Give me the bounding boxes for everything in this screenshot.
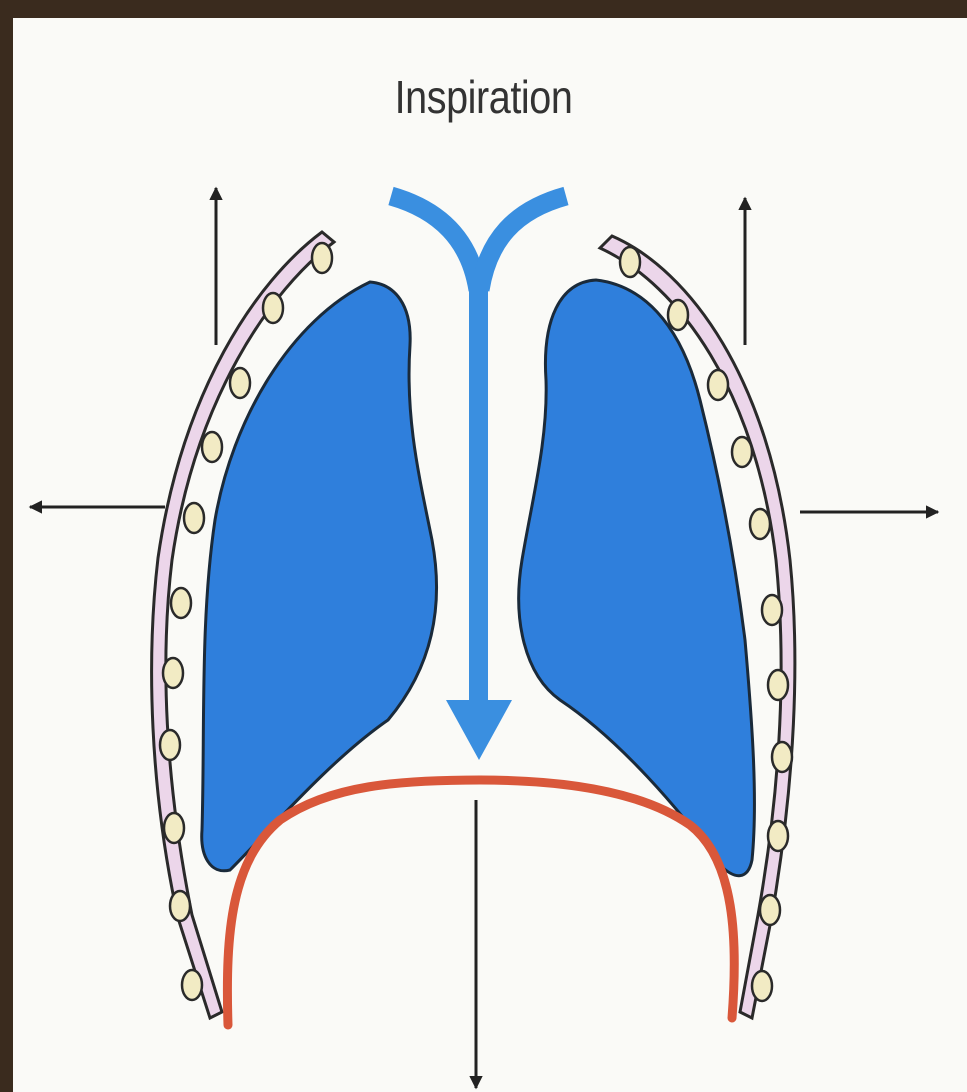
rib [760,895,780,925]
rib [170,891,190,921]
rib [160,730,180,760]
rib [762,595,782,625]
rib [171,588,191,618]
rib [202,432,222,462]
diaphragm [227,780,734,1025]
rib [263,293,283,323]
rib [184,503,204,533]
rib [312,243,332,273]
rib [768,670,788,700]
rib [164,813,184,843]
rib [732,437,752,467]
rib [768,821,788,851]
rib [772,742,792,772]
rib [182,970,202,1000]
rib [620,247,640,277]
rib [163,658,183,688]
rib [230,368,250,398]
rib [752,971,772,1001]
rib [750,509,770,539]
rib [708,370,728,400]
rib [668,300,688,330]
